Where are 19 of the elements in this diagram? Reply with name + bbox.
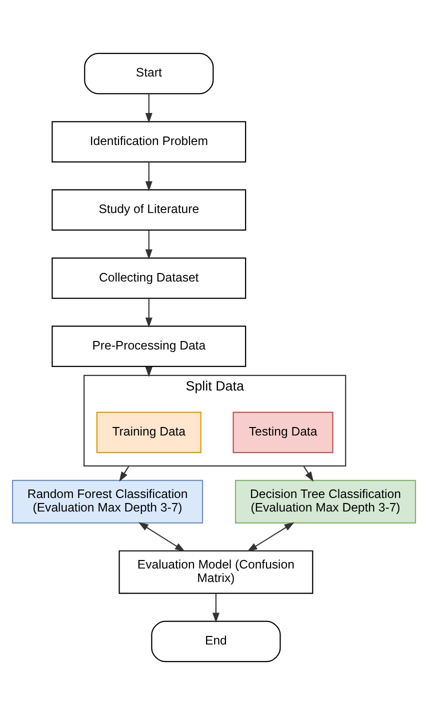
node-box: Decision Tree Classification (Evaluation Max Depth 3-7) — [234, 480, 416, 524]
arrow — [145, 94, 152, 124]
node-box: Collecting Dataset — [52, 257, 246, 299]
node-box: Training Data — [96, 412, 202, 454]
arrow — [138, 522, 186, 552]
arrow — [247, 522, 294, 552]
arrow — [145, 298, 152, 328]
node-box: Start — [84, 52, 214, 94]
node-box: Identification Problem — [52, 121, 246, 162]
node-box: Study of Literature — [52, 189, 246, 231]
arrow — [145, 230, 152, 260]
node-box: Evaluation Model (Confusion Matrix) — [118, 550, 314, 594]
node-box: Testing Data — [232, 412, 334, 454]
arrow — [303, 466, 314, 482]
node-box: Random Forest Classification (Evaluation Max Depth 3-7) — [12, 480, 204, 524]
node-box: End — [151, 620, 281, 662]
arrow — [119, 466, 130, 482]
arrow — [145, 162, 152, 192]
arrow — [212, 593, 220, 623]
